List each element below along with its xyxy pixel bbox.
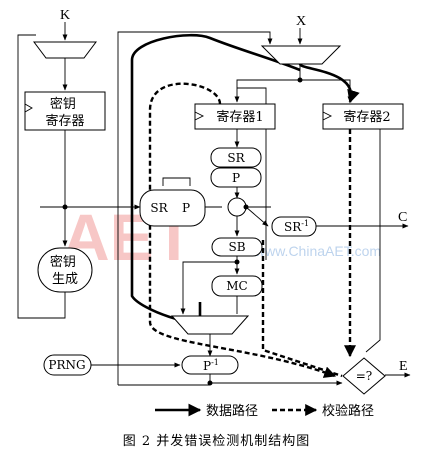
register-1-label: 寄存器1: [216, 109, 263, 125]
key-gen: 密钥 生成: [37, 247, 93, 293]
output-e: E: [399, 359, 408, 374]
input-k: K: [60, 8, 70, 23]
register-1: 寄存器1: [194, 103, 276, 130]
watermark: AET www.ChinaAET.com: [62, 200, 381, 274]
sr-p-cluster: SR P: [139, 177, 206, 227]
figure-caption: 图 2 并发错误检测机制结构图: [122, 434, 311, 449]
check-path: [148, 82, 356, 378]
p-inner-label: P: [182, 201, 190, 215]
output-mux: [170, 315, 250, 335]
sr-inverse-block: SR-1: [271, 216, 317, 237]
sr-inverse-base: SR: [284, 220, 302, 234]
p-block: P: [210, 167, 262, 188]
xor-node: [227, 197, 247, 217]
p-inverse-label: P-1: [203, 358, 219, 373]
watermark-url: www.ChinaAET.com: [254, 243, 381, 259]
legend-check-path: 校验路径: [322, 403, 374, 419]
key-gen-line1: 密钥: [50, 254, 76, 270]
output-c: C: [398, 210, 407, 225]
p-label: P: [232, 171, 240, 185]
p-inverse-block: P-1: [181, 355, 239, 375]
register-2: 寄存器2: [322, 103, 404, 130]
sr-inverse-exp: -1: [301, 219, 309, 228]
key-gen-line2: 生成: [52, 272, 78, 287]
key-register-line2: 寄存器: [45, 113, 84, 129]
mc-block: MC: [211, 275, 263, 297]
mc-label: MC: [226, 279, 247, 293]
compare-label: =?: [356, 369, 373, 383]
key-register-label: 密钥 寄存器: [45, 96, 84, 129]
compare-block: =?: [342, 357, 386, 395]
register-2-label: 寄存器2: [343, 109, 390, 125]
sb-block: SB: [211, 237, 263, 257]
key-register-line1: 密钥: [50, 96, 76, 112]
sr-block: SR: [210, 147, 262, 168]
sr-inner-label: SR: [150, 201, 168, 215]
key-register: 密钥 寄存器: [24, 91, 106, 131]
junction-dots: [62, 77, 303, 386]
sb-label: SB: [228, 240, 245, 254]
p-inverse-exp: -1: [211, 358, 219, 367]
prng-block: PRNG: [43, 354, 92, 376]
key-gen-label: 密钥 生成: [50, 254, 80, 287]
legend: 数据路径 校验路径: [155, 403, 374, 419]
input-x: X: [296, 14, 306, 29]
legend-data-path: 数据路径: [206, 403, 258, 419]
sr-label: SR: [227, 151, 245, 165]
p-inverse-base: P: [203, 359, 211, 373]
sr-inverse-label: SR-1: [284, 219, 309, 234]
key-mux: [33, 41, 97, 59]
prng-label: PRNG: [48, 358, 85, 372]
input-mux: [260, 45, 342, 65]
